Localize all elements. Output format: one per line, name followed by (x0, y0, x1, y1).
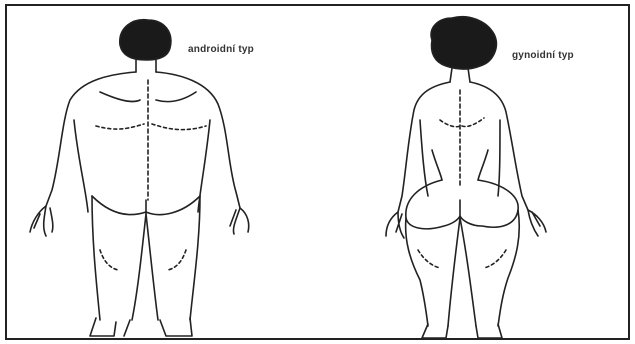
android-type-label: androidní typ (188, 44, 254, 55)
gynoid-figure (386, 17, 546, 338)
android-head (120, 20, 171, 60)
gynoid-hips (406, 180, 518, 229)
android-figure (30, 20, 249, 336)
gynoid-head (431, 17, 496, 69)
gynoid-type-label: gynoidní typ (512, 50, 574, 61)
gynoid-legs (406, 210, 520, 326)
android-legs (92, 196, 200, 320)
android-torso (46, 72, 240, 208)
